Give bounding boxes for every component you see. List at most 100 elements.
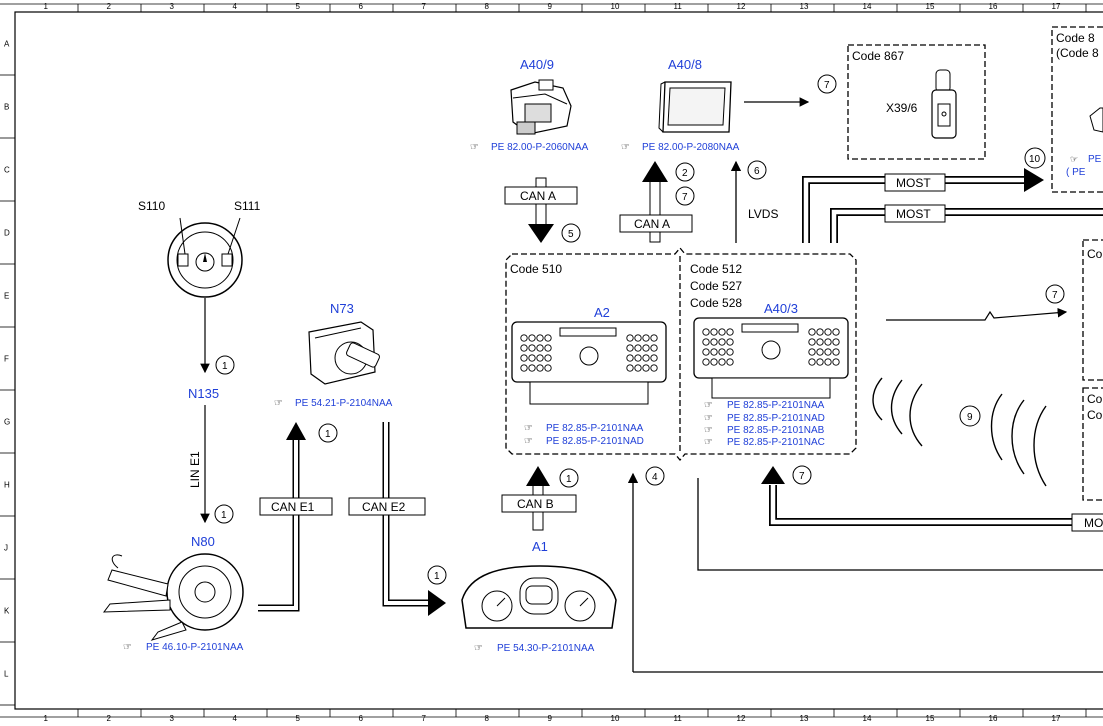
- head-unit-button-icon: [544, 344, 552, 352]
- ref-pointer-icon: ☞: [704, 425, 713, 436]
- head-unit-button-icon: [536, 364, 544, 372]
- marker-7: [817, 74, 837, 94]
- head-unit-button-icon: [544, 364, 552, 372]
- head-unit-button-icon: [808, 338, 816, 346]
- grid-column-label: 15: [926, 2, 935, 11]
- head-unit-button-icon: [634, 334, 642, 342]
- marker-10: [1024, 147, 1046, 169]
- most-3-bus-line-inner: [770, 485, 1103, 525]
- a2-ref-2: PE 82.85-P-2101NAD: [546, 436, 644, 447]
- head-unit-button-icon: [832, 358, 840, 366]
- most-3-label-box: [1071, 513, 1103, 532]
- grid-row-label: A: [4, 40, 10, 49]
- head-unit-button-icon: [832, 328, 840, 336]
- marker-6-text: 6: [754, 166, 760, 177]
- marker-5: [561, 223, 581, 243]
- n73-ignition-switch-icon: [308, 321, 380, 385]
- marker-7-text: 7: [1052, 290, 1058, 301]
- head-unit-button-icon: [634, 354, 642, 362]
- grid-column-label: 3: [170, 714, 175, 723]
- s110-label: S110: [138, 199, 165, 213]
- a40-9-unit-icon: [510, 79, 572, 135]
- ref-pointer-icon: ☞: [704, 437, 713, 448]
- can-e1-arrowhead: [286, 422, 306, 440]
- head-unit-button-icon: [634, 364, 642, 372]
- marker-2: [675, 162, 695, 182]
- a40-3-ref-2: PE 82.85-P-2101NAD: [727, 413, 825, 424]
- head-unit-button-icon: [824, 328, 832, 336]
- marker-6: [747, 160, 767, 180]
- grid-row-label: C: [4, 166, 10, 175]
- frame-border: [14, 11, 1103, 710]
- grid-column-label: 16: [989, 2, 998, 11]
- can-e2-label: CAN E2: [362, 500, 406, 514]
- head-unit-button-icon: [520, 354, 528, 362]
- most-1-bus-line-inner: [803, 177, 1028, 243]
- head-unit-button-icon: [808, 348, 816, 356]
- ref-pointer-icon: ☞: [524, 423, 533, 434]
- head-unit-button-icon: [718, 328, 726, 336]
- code-867-box: [847, 44, 986, 160]
- a40-3-ref-1: PE 82.85-P-2101NAA: [727, 400, 825, 411]
- ref-pointer-icon: ☞: [704, 400, 713, 411]
- right-top-ref-b: ( PE: [1066, 167, 1086, 178]
- head-unit-button-icon: [726, 358, 734, 366]
- most-1-arrowhead: [1024, 168, 1044, 192]
- a2-label: A2: [594, 305, 610, 320]
- grid-row-label: E: [4, 292, 9, 301]
- a2-button-grid: [520, 334, 658, 372]
- head-unit-button-icon: [650, 344, 658, 352]
- x39-6-connector-icon: [931, 69, 957, 139]
- grid-column-label: 13: [800, 714, 809, 723]
- head-unit-button-icon: [710, 338, 718, 346]
- can-a-down-arrowhead: [528, 224, 554, 243]
- head-unit-button-icon: [544, 354, 552, 362]
- a40-3-head-unit-icon: [693, 317, 849, 399]
- can-e2-label-box: [348, 497, 426, 516]
- head-unit-button-icon: [650, 364, 658, 372]
- grid-column-label: 4: [233, 2, 238, 11]
- marker-1-text: 1: [222, 361, 228, 372]
- most-2-bus-line-inner: [831, 209, 1103, 243]
- right-low-code-a: Co: [1087, 392, 1103, 406]
- marker-7-text: 7: [799, 471, 805, 482]
- grid-column-label: 9: [548, 2, 553, 11]
- head-unit-button-icon: [816, 328, 824, 336]
- right-low-box: [1082, 387, 1103, 501]
- n73-ref: PE 54.21-P-2104NAA: [295, 398, 393, 409]
- head-unit-button-icon: [528, 364, 536, 372]
- grid-column-label: 1: [44, 714, 49, 723]
- head-unit-button-icon: [528, 354, 536, 362]
- can-a-up-label-box: [619, 214, 693, 233]
- a40-9-label: A40/9: [520, 57, 554, 72]
- a40-3-ref-3: PE 82.85-P-2101NAB: [727, 425, 825, 436]
- head-unit-button-icon: [634, 344, 642, 352]
- head-unit-button-icon: [642, 364, 650, 372]
- a40-3-label: A40/3: [764, 301, 798, 316]
- grid-column-label: 12: [737, 714, 746, 723]
- a1-label: A1: [532, 539, 548, 554]
- a2-ref-1: PE 82.85-P-2101NAA: [546, 423, 644, 434]
- can-a-up-arrowhead: [642, 161, 668, 182]
- grid-row-label: J: [4, 544, 8, 553]
- most-1-label: MOST: [896, 176, 931, 190]
- grid-column-label: 4: [233, 714, 238, 723]
- right-top-code-b: (Code 8: [1056, 46, 1099, 60]
- head-unit-button-icon: [626, 364, 634, 372]
- grid-row-label: K: [4, 607, 10, 616]
- head-unit-button-icon: [520, 344, 528, 352]
- can-e1-label: CAN E1: [271, 500, 315, 514]
- lin-e1-label: LIN E1: [188, 451, 202, 488]
- can-a-down-label: CAN A: [520, 189, 556, 203]
- marker-7: [792, 465, 812, 485]
- right-mid-code: Co: [1087, 247, 1103, 261]
- grid-row-label: H: [4, 481, 10, 490]
- ref-pointer-icon: ☞: [274, 398, 283, 409]
- grid-column-label: 16: [989, 714, 998, 723]
- grid-column-label: 5: [296, 714, 301, 723]
- head-unit-button-icon: [520, 364, 528, 372]
- marker-4: [645, 466, 665, 486]
